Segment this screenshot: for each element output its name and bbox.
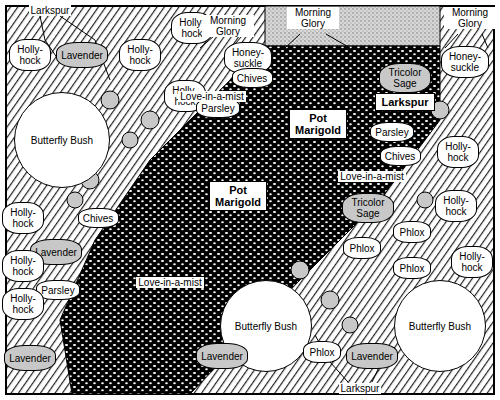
plant-name: Holly- hock bbox=[438, 195, 474, 217]
plant-name: Honey- suckle bbox=[444, 51, 486, 73]
plant-clump: Holly- hock bbox=[119, 39, 161, 71]
plant-name: Lavender bbox=[201, 351, 243, 362]
plant-clump: Holly- hock bbox=[437, 136, 479, 168]
plant-name: Holly- hock bbox=[122, 44, 158, 66]
plant-label-box: Larkspur bbox=[375, 93, 435, 111]
plant-callout: Love-in-a-mist bbox=[178, 91, 245, 102]
plant-name: Parsley bbox=[375, 127, 408, 138]
plant-clump: Phlox bbox=[393, 221, 431, 243]
plant-name: Chives bbox=[237, 73, 268, 84]
trellis-bed bbox=[265, 6, 440, 46]
plant-clump: Phlox bbox=[303, 341, 341, 363]
plant-clump: Holly- hock bbox=[2, 250, 44, 282]
plant-clump: Tricolor Sage bbox=[379, 63, 431, 93]
plant-name: Pot Marigold bbox=[292, 112, 344, 136]
plant-name: Phlox bbox=[349, 243, 374, 254]
plant-name: Phlox bbox=[399, 263, 424, 274]
plant-name: Lavender bbox=[9, 353, 51, 364]
shrub-circle: Butterfly Bush bbox=[394, 280, 486, 372]
gravel-path bbox=[60, 46, 440, 394]
plant-label-box: Pot Marigold bbox=[209, 181, 267, 211]
plant-clump: Lavender bbox=[4, 345, 56, 371]
plant-callout: Love-in-a-mist bbox=[338, 171, 405, 182]
plant-clump: Phlox bbox=[393, 257, 431, 279]
plant-clump: Holly- hock bbox=[9, 39, 51, 71]
plant-name: Holly- hock bbox=[440, 141, 476, 163]
plant-clump: Holly- hock bbox=[451, 246, 493, 278]
plant-clump: Phlox bbox=[343, 237, 381, 259]
plant-clump: Lavender bbox=[56, 42, 108, 68]
plant-name: Holly- hock bbox=[454, 251, 490, 273]
plant-clump: Chives bbox=[380, 146, 421, 166]
plant-clump: Holly- hock bbox=[2, 288, 44, 320]
plant-name: Chives bbox=[385, 151, 416, 162]
plant-name: Holly- hock bbox=[5, 255, 41, 277]
plant-clump: Parsley bbox=[370, 122, 414, 142]
plant-name: Holly- hock bbox=[5, 207, 41, 229]
plant-name: Holly- hock bbox=[12, 44, 48, 66]
plant-callout: Larkspur bbox=[29, 5, 72, 16]
plant-clump: Tricolor Sage bbox=[342, 193, 394, 223]
plant-name: Lavender bbox=[61, 50, 103, 61]
plant-clump: Lavender bbox=[346, 343, 398, 369]
plant-name: Lavender bbox=[351, 351, 393, 362]
plant-name: Pot Marigold bbox=[212, 184, 264, 208]
plant-name: Butterfly Bush bbox=[31, 135, 93, 146]
plant-name: Chives bbox=[83, 213, 114, 224]
mulch-ground bbox=[6, 6, 494, 394]
plant-callout: Larkspur bbox=[339, 383, 382, 394]
shrub-circle: Butterfly Bush bbox=[14, 92, 110, 188]
plant-clump: Chives bbox=[232, 68, 273, 88]
plant-clump: Honey- suckle bbox=[441, 46, 489, 78]
plant-callout: Love-in-a-mist bbox=[136, 277, 203, 288]
plant-name: Larkspur bbox=[381, 96, 428, 108]
plant-name: Parsley bbox=[41, 285, 74, 296]
plant-callout: Morning Glory bbox=[202, 15, 254, 37]
plant-callout: Morning Glory bbox=[444, 7, 496, 29]
leader-lines bbox=[40, 16, 488, 382]
plant-name: Holly- hock bbox=[5, 293, 41, 315]
plant-clump: Holly- hock bbox=[435, 190, 477, 222]
plant-clump: Chives bbox=[78, 208, 119, 228]
plant-clump: Holly- hock bbox=[2, 202, 44, 234]
plant-name: Tricolor Sage bbox=[345, 197, 391, 219]
plant-name: Phlox bbox=[309, 347, 334, 358]
plant-name: Parsley bbox=[201, 103, 234, 114]
plant-name: Phlox bbox=[399, 227, 424, 238]
plant-name: Tricolor Sage bbox=[382, 67, 428, 89]
plant-clump: Lavender bbox=[196, 343, 248, 369]
plant-name: Butterfly Bush bbox=[409, 321, 471, 332]
plant-name: Honey- suckle bbox=[227, 47, 269, 69]
plant-callout: Morning Glory bbox=[287, 7, 339, 29]
plant-name: Butterfly Bush bbox=[235, 321, 297, 332]
plant-label-box: Pot Marigold bbox=[289, 109, 347, 139]
